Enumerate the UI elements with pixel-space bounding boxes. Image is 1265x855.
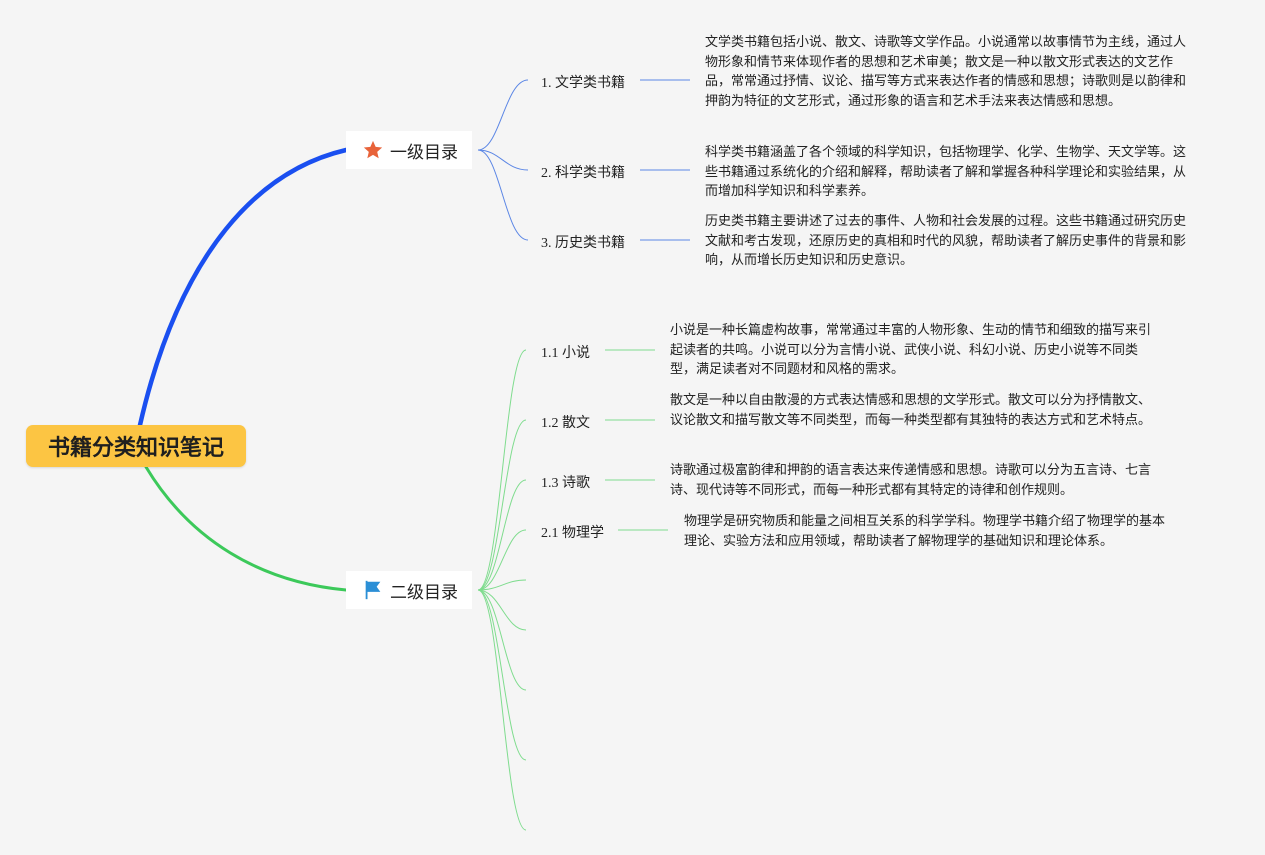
root-to-level2-connector <box>144 465 348 592</box>
desc-novel: 小说是一种长篇虚构故事，常常通过丰富的人物形象、生动的情节和细致的描写来引起读者… <box>670 323 1152 377</box>
root-node[interactable]: 书籍分类知识笔记 <box>26 425 246 467</box>
leaf-literature[interactable]: 1. 文学类书籍 <box>541 76 625 91</box>
level2-fan <box>477 349 668 831</box>
leaf-history[interactable]: 3. 历史类书籍 <box>541 236 625 251</box>
branch-level1-label: 一级目录 <box>390 142 458 163</box>
branch-level1[interactable]: 一级目录 <box>346 131 472 169</box>
leaf-empty-3[interactable] <box>541 682 581 698</box>
leaf-empty-4[interactable] <box>541 752 581 768</box>
root-label: 书籍分类知识笔记 <box>47 436 224 461</box>
leaf-poetry[interactable]: 1.3 诗歌 <box>541 476 590 491</box>
desc-literature: 文学类书籍包括小说、散文、诗歌等文学作品。小说通常以故事情节为主线，通过人物形象… <box>705 35 1187 109</box>
leaf-empty-2[interactable] <box>541 622 581 638</box>
root-to-level1-connector <box>137 147 349 428</box>
leaf-empty-5[interactable] <box>541 822 581 838</box>
star-icon <box>363 140 383 159</box>
desc-history: 历史类书籍主要讲述了过去的事件、人物和社会发展的过程。这些书籍通过研究历史文献和… <box>705 214 1187 268</box>
desc-poetry: 诗歌通过极富韵律和押韵的语言表达来传递情感和思想。诗歌可以分为五言诗、七言诗、现… <box>670 463 1152 498</box>
leaf-prose[interactable]: 1.2 散文 <box>541 416 590 431</box>
branch-level2[interactable]: 二级目录 <box>346 571 472 609</box>
flag-icon <box>365 580 381 600</box>
desc-science: 科学类书籍涵盖了各个领域的科学知识，包括物理学、化学、生物学、天文学等。这些书籍… <box>705 145 1187 199</box>
branch-level2-label: 二级目录 <box>390 582 458 603</box>
leaf-novel[interactable]: 1.1 小说 <box>541 346 590 361</box>
level1-fan <box>477 79 690 241</box>
desc-prose: 散文是一种以自由散漫的方式表达情感和思想的文学形式。散文可以分为抒情散文、议论散… <box>670 393 1152 428</box>
leaf-science[interactable]: 2. 科学类书籍 <box>541 166 625 181</box>
leaf-physics[interactable]: 2.1 物理学 <box>541 526 604 541</box>
leaf-empty-1[interactable] <box>541 572 581 588</box>
desc-physics: 物理学是研究物质和能量之间相互关系的科学学科。物理学书籍介绍了物理学的基本理论、… <box>684 514 1166 549</box>
